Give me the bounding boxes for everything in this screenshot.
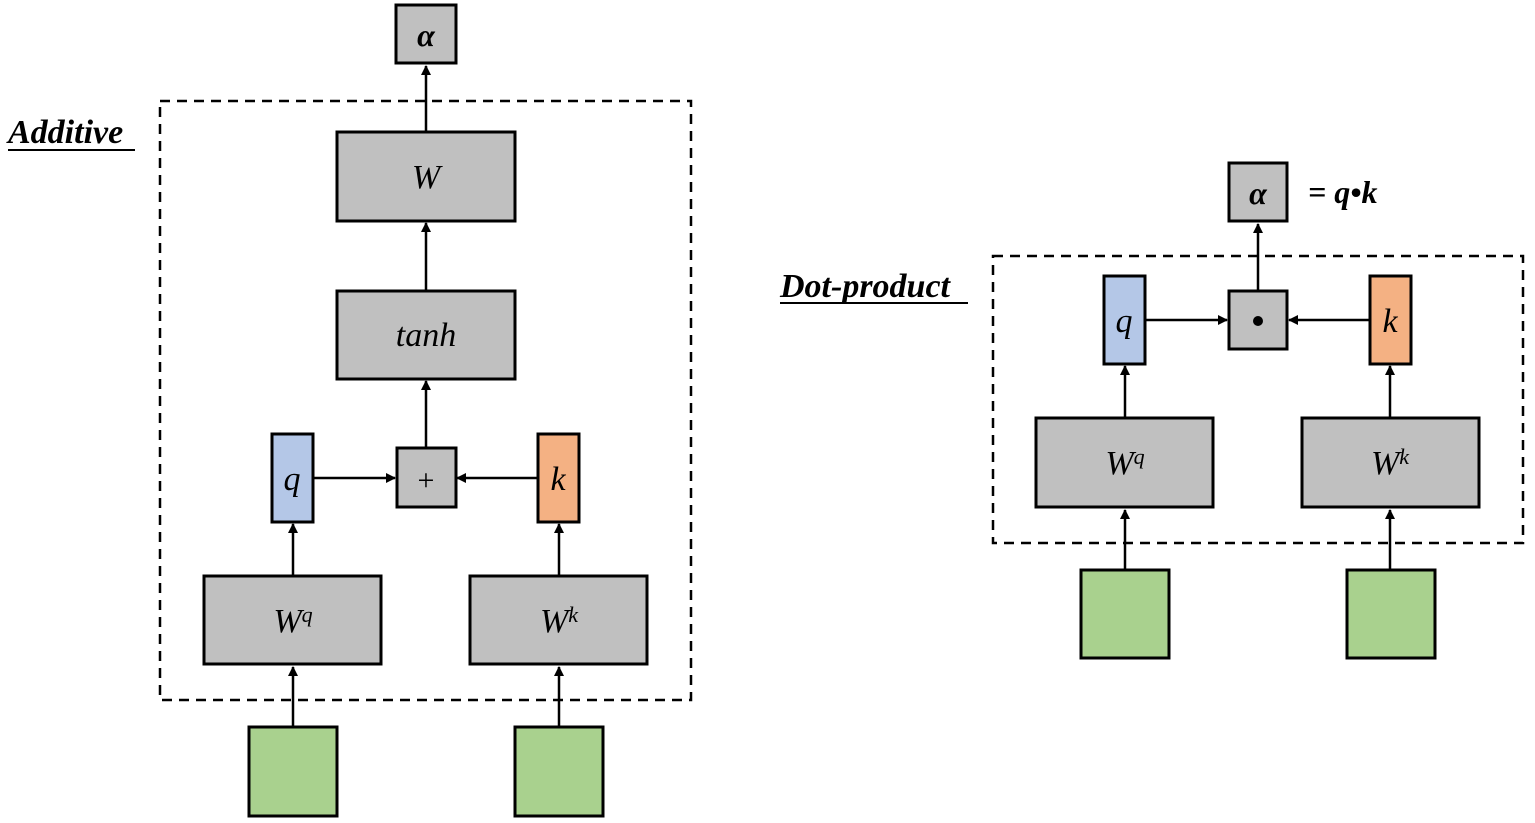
dot-operator-icon — [1253, 316, 1263, 326]
additive-tanh-label: tanh — [396, 317, 456, 354]
dot-product-equation: = q•k — [1308, 174, 1377, 210]
dot-product-key-input-node — [1345, 568, 1437, 660]
additive-k-label: k — [550, 461, 566, 498]
additive-w-node — [335, 130, 517, 223]
additive-plus-node — [395, 446, 458, 509]
dot-product-wq-node — [1034, 416, 1215, 509]
additive-wk-node — [468, 574, 649, 666]
dot-product-wk-node — [1300, 416, 1481, 509]
dot-product-alpha-node — [1227, 161, 1289, 223]
additive-wk-label: Wk — [540, 602, 579, 640]
dot-product-wk-label: Wk — [1371, 444, 1410, 482]
dot-product-alpha-label: α — [1249, 175, 1268, 211]
additive-q-label: q — [284, 461, 301, 498]
additive-alpha-label: α — [417, 17, 436, 53]
additive-wq-label: Wq — [273, 602, 312, 640]
additive-key-input-node — [513, 725, 605, 818]
additive-title: Additive — [6, 114, 123, 151]
additive-dashed-boundary — [158, 99, 693, 702]
additive-panel: Additive α W tanh + q k Wq Wk — [6, 3, 693, 818]
additive-query-input-node — [247, 725, 339, 818]
additive-q-node — [270, 432, 315, 524]
dot-product-k-label: k — [1382, 303, 1398, 340]
dot-product-q-label: q — [1116, 303, 1133, 340]
dot-product-panel: Dot-product α = q•k q k Wq Wk — [779, 161, 1525, 660]
dot-product-query-input-node — [1079, 568, 1171, 660]
additive-k-node — [536, 432, 581, 524]
additive-wq-node — [202, 574, 383, 666]
dot-product-title: Dot-product — [779, 268, 952, 305]
additive-w-label: W — [412, 159, 443, 196]
dot-product-q-node — [1102, 274, 1147, 366]
additive-plus-label: + — [418, 464, 435, 497]
additive-alpha-node — [394, 3, 458, 65]
dot-product-k-node — [1368, 274, 1413, 366]
dot-product-wq-label: Wq — [1105, 444, 1144, 482]
additive-tanh-node — [335, 289, 517, 381]
